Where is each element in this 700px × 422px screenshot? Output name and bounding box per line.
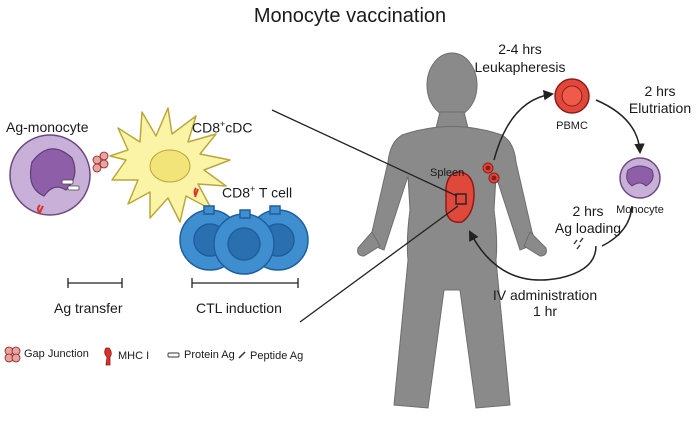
diagram-title: Monocyte vaccination [253, 5, 447, 27]
monocyte-label: Monocyte [616, 204, 664, 216]
legend-mhc-i-label: MHC I [118, 350, 150, 362]
legend-protein-ag-label: Protein Ag [184, 349, 235, 361]
legend-peptide-ag-label: Peptide Ag [250, 350, 304, 362]
peptide-ag-icon [238, 351, 246, 359]
ag-transfer-label: Ag transfer [54, 300, 123, 316]
gap-junction-icon [4, 346, 21, 363]
cd8-cdc-label: CD8+cDC [192, 119, 253, 136]
legend-gap-junction-label: Gap Junction [24, 348, 89, 360]
mhc-i-icon [104, 347, 112, 366]
ctl-induction-label: CTL induction [196, 300, 282, 316]
ag-loading-time: 2 hrs [572, 203, 604, 219]
cd8-t-cell-label: CD8+ T cell [222, 184, 293, 201]
blood-cells-arm [482, 162, 500, 184]
human-body-silhouette [357, 52, 547, 409]
ag-transfer-scale-bar [67, 278, 123, 288]
t-cell-cluster [179, 205, 309, 275]
dendritic-cell [109, 107, 231, 223]
spleen-label: Spleen [430, 167, 465, 179]
gap-junctions [92, 151, 109, 173]
leukapheresis-label: Leukapheresis [474, 59, 566, 75]
pbmc-label: PBMC [556, 120, 588, 132]
elutriation-label: Elutriation [628, 100, 692, 116]
elutriation-time: 2 hrs [644, 83, 676, 99]
workflow-arrows [469, 89, 645, 281]
pbmc-cell [554, 78, 590, 114]
monocyte-cell-right [619, 157, 661, 199]
connection-lines [271, 109, 459, 323]
ctl-induction-scale-bar [191, 278, 299, 288]
ag-monocyte-label: Ag-monocyte [6, 119, 89, 135]
spleen-organ [445, 171, 475, 223]
antigen-peptide-marks [573, 237, 584, 250]
iv-administration-label: IV administration [492, 287, 598, 303]
iv-administration-time: 1 hr [532, 303, 558, 319]
ag-monocyte-cell [9, 134, 91, 216]
protein-ag-icon [167, 352, 180, 358]
leukapheresis-time: 2-4 hrs [498, 41, 542, 57]
ag-loading-label: Ag loading [554, 220, 622, 236]
